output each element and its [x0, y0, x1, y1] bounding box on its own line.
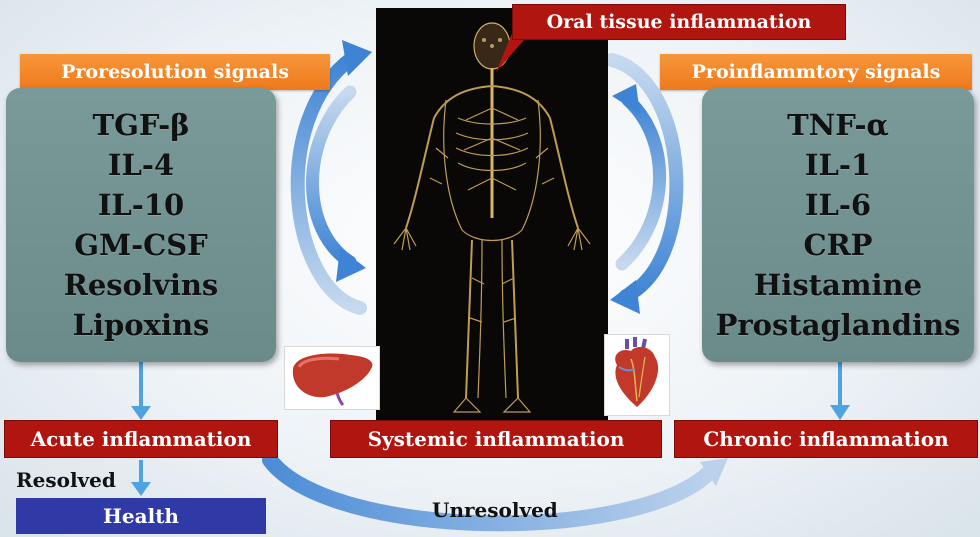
- signal-item: IL-1: [804, 148, 872, 182]
- resolved-label: Resolved: [16, 468, 116, 492]
- unresolved-label: Unresolved: [432, 498, 558, 522]
- signal-item: Lipoxins: [72, 308, 210, 342]
- unresolved-arc: [262, 452, 720, 532]
- right-upward-arc: [615, 93, 667, 271]
- human-nervous-system-illustration: [393, 22, 591, 413]
- oral-tissue-inflammation-label: Oral tissue inflammation: [512, 4, 846, 40]
- signal-item: GM-CSF: [74, 228, 208, 262]
- signal-item: IL-10: [97, 188, 185, 222]
- unresolved-arrowhead: [700, 458, 728, 486]
- heart-image: [604, 334, 670, 416]
- signal-item: Prostaglandins: [715, 308, 961, 342]
- left-upward-arrowhead: [342, 40, 372, 76]
- signal-item: TGF-β: [92, 108, 190, 142]
- proresolution-signals-box: TGF-β IL-4 IL-10 GM-CSF Resolvins Lipoxi…: [6, 88, 276, 362]
- liver-icon: [292, 353, 373, 407]
- signal-item: Histamine: [753, 268, 923, 302]
- health-box: Health: [16, 498, 266, 534]
- left-downward-arc: [306, 85, 357, 269]
- acute-inflammation-label: Acute inflammation: [4, 420, 278, 458]
- proinflammatory-signals-box: TNF-α IL-1 IL-6 CRP Histamine Prostaglan…: [702, 88, 974, 362]
- human-body-panel: [376, 8, 608, 426]
- right-downward-arc: [605, 53, 684, 303]
- systemic-inflammation-label: Systemic inflammation: [330, 420, 662, 458]
- right-downward-arrowhead: [610, 280, 640, 314]
- right-upward-arrowhead: [612, 84, 640, 114]
- resolved-arrowhead: [131, 482, 151, 496]
- signal-item: CRP: [803, 228, 873, 262]
- signal-item: IL-6: [804, 188, 872, 222]
- left-down-arrowhead: [131, 406, 151, 420]
- signal-item: TNF-α: [787, 108, 889, 142]
- signal-item: Resolvins: [63, 268, 219, 302]
- liver-image: [284, 346, 380, 410]
- proinflammatory-signals-label: Proinflammtory signals: [660, 54, 972, 90]
- left-downward-arrowhead: [336, 248, 366, 282]
- proresolution-signals-label: Proresolution signals: [20, 54, 330, 90]
- right-down-arrowhead: [830, 405, 850, 420]
- signal-item: IL-4: [107, 148, 175, 182]
- heart-icon: [615, 337, 659, 407]
- chronic-inflammation-label: Chronic inflammation: [674, 420, 978, 458]
